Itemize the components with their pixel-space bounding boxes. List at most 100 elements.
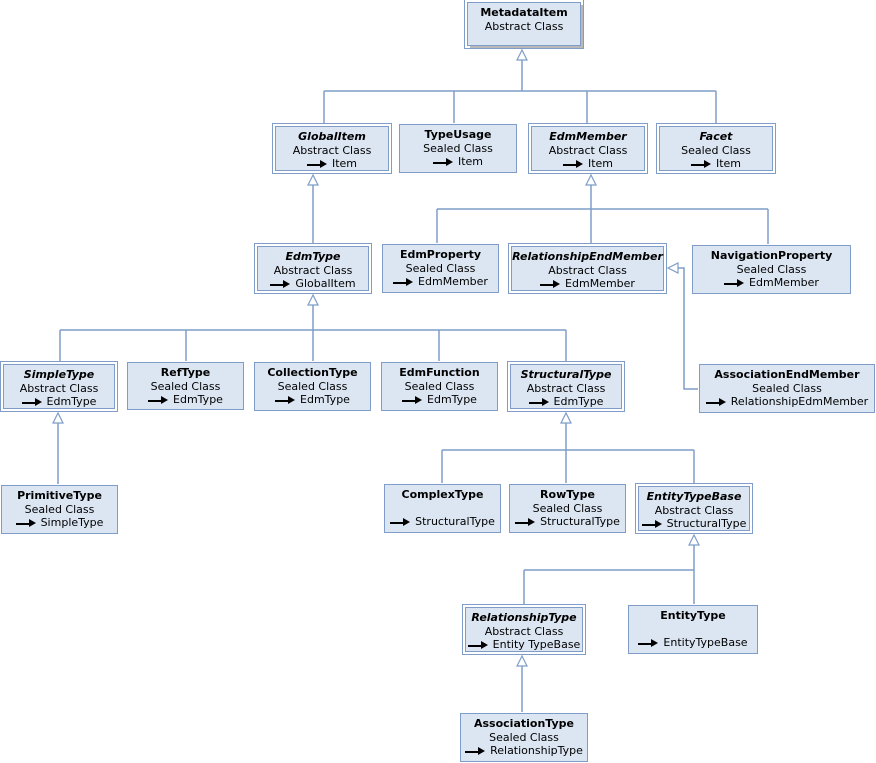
class-box-entitytypebase: EntityTypeBase Abstract Class Structural… xyxy=(635,483,753,534)
class-kind: Sealed Class xyxy=(277,379,348,393)
class-name: RelationshipEndMember xyxy=(512,250,663,263)
base-class-ref: EdmMember xyxy=(512,277,663,291)
class-name: TypeUsage xyxy=(424,128,492,141)
class-name: ComplexType xyxy=(401,488,484,501)
base-class-ref: Item xyxy=(400,155,516,169)
inherits-arrow-icon xyxy=(515,517,536,527)
class-box-typeusage: TypeUsage Sealed Class Item xyxy=(399,124,517,173)
class-name: AssociationEndMember xyxy=(714,368,860,381)
generalization-arrowhead xyxy=(307,173,319,186)
class-name: EdmMember xyxy=(549,130,627,143)
inherits-arrow-icon xyxy=(528,397,549,407)
inherits-arrow-icon xyxy=(275,395,296,405)
base-class-ref: EdmMember xyxy=(693,276,850,290)
class-kind: Sealed Class xyxy=(752,381,822,395)
inherits-arrow-icon xyxy=(705,397,726,407)
class-box-entitytype: EntityType EntityTypeBase xyxy=(628,605,758,654)
base-class-ref: EdmType xyxy=(4,395,114,409)
class-kind: Abstract Class xyxy=(654,503,734,517)
class-kind: Abstract Class xyxy=(548,263,627,277)
class-kind xyxy=(385,502,500,516)
class-name: RefType xyxy=(160,366,211,379)
inherits-arrow-icon xyxy=(390,517,411,527)
generalization-arrowhead xyxy=(516,654,528,667)
generalization-arrowhead xyxy=(52,411,64,424)
base-class-ref: EdmType xyxy=(128,393,243,407)
generalization-arrowhead xyxy=(688,533,700,546)
base-class-name: EntityTypeBase xyxy=(663,636,748,649)
generalization-arrowhead xyxy=(585,173,597,186)
class-name: SimpleType xyxy=(23,368,95,381)
base-class-name: EdmType xyxy=(553,395,604,408)
inherits-arrow-icon xyxy=(540,279,561,289)
base-class-name: Item xyxy=(587,157,614,170)
class-kind: Sealed Class xyxy=(736,262,807,276)
base-class-ref: Entity TypeBase xyxy=(466,638,582,652)
class-box-simpletype: SimpleType Abstract Class EdmType xyxy=(0,361,118,412)
connector-elbow xyxy=(678,267,698,390)
class-name: EntityType xyxy=(660,609,726,622)
base-class-ref: GlobalItem xyxy=(258,277,368,291)
class-name: GlobalItem xyxy=(298,130,366,143)
generalization-arrowhead xyxy=(560,411,572,424)
class-kind: Abstract Class xyxy=(548,143,628,157)
class-box-collectiontype: CollectionType Sealed Class EdmType xyxy=(254,362,371,411)
base-class-ref: EdmType xyxy=(255,393,370,407)
class-name: MetadataItem xyxy=(480,6,568,19)
base-class-name: RelationshipType xyxy=(490,744,583,757)
class-kind: Sealed Class xyxy=(404,379,475,393)
class-box-globalitem: GlobalItem Abstract Class Item xyxy=(272,123,392,174)
inherits-arrow-icon xyxy=(15,518,36,528)
base-class-ref: Item xyxy=(660,157,772,171)
base-class-ref: EdmType xyxy=(382,393,497,407)
inherits-arrow-icon xyxy=(641,519,662,529)
class-kind: Abstract Class xyxy=(292,143,372,157)
base-class-ref: Item xyxy=(276,157,388,171)
inherits-arrow-icon xyxy=(148,395,169,405)
base-class-ref: EdmMember xyxy=(383,275,498,289)
base-class-ref: StructuralType xyxy=(639,517,749,531)
class-kind: Sealed Class xyxy=(532,501,603,515)
inherits-arrow-icon xyxy=(270,279,291,289)
inherits-arrow-icon xyxy=(467,640,488,650)
base-class-name: SimpleType xyxy=(40,516,104,529)
base-class-name: GlobalItem xyxy=(295,277,356,290)
class-name: EdmType xyxy=(285,250,341,263)
inherits-arrow-icon xyxy=(402,395,423,405)
inherits-arrow-icon xyxy=(724,278,745,288)
class-kind: Abstract Class xyxy=(484,624,564,638)
class-box-primitivetype: PrimitiveType Sealed Class SimpleType xyxy=(1,485,118,534)
generalization-arrowhead xyxy=(666,262,679,274)
base-class-name: StructuralType xyxy=(415,515,495,528)
class-kind: Sealed Class xyxy=(423,141,493,155)
class-kind xyxy=(629,623,757,637)
base-class-ref: Item xyxy=(532,157,644,171)
base-class-name: EdmType xyxy=(300,393,350,406)
inherits-arrow-icon xyxy=(393,277,414,287)
class-name: RowType xyxy=(540,488,595,501)
base-class-name: Item xyxy=(331,157,358,170)
base-class-name: Entity TypeBase xyxy=(492,638,581,651)
class-box-metadataitem: MetadataItem Abstract Class xyxy=(464,0,584,49)
base-class-name: Item xyxy=(715,157,742,170)
class-box-structuraltype: StructuralType Abstract Class EdmType xyxy=(507,361,625,412)
base-class-ref: EntityTypeBase xyxy=(629,636,757,650)
class-box-edmproperty: EdmProperty Sealed Class EdmMember xyxy=(382,244,499,293)
class-box-relationshipendmember: RelationshipEndMember Abstract Class Edm… xyxy=(508,243,667,294)
inherits-arrow-icon xyxy=(21,397,42,407)
class-box-navigationproperty: NavigationProperty Sealed Class EdmMembe… xyxy=(692,245,851,294)
inherits-arrow-icon xyxy=(465,746,486,756)
class-name: RelationshipType xyxy=(471,611,577,624)
class-name: EdmFunction xyxy=(399,366,480,379)
class-kind: Sealed Class xyxy=(405,261,476,275)
class-name: AssociationType xyxy=(474,717,574,730)
inherits-arrow-icon xyxy=(690,159,711,169)
class-name: EdmProperty xyxy=(399,248,482,261)
base-class-name: StructuralType xyxy=(666,517,747,530)
class-name: PrimitiveType xyxy=(17,489,102,502)
base-class-name: StructuralType xyxy=(540,515,620,528)
class-kind: Abstract Class xyxy=(484,19,564,33)
class-box-facet: Facet Sealed Class Item xyxy=(656,123,776,174)
class-box-edmtype: EdmType Abstract Class GlobalItem xyxy=(254,243,372,294)
